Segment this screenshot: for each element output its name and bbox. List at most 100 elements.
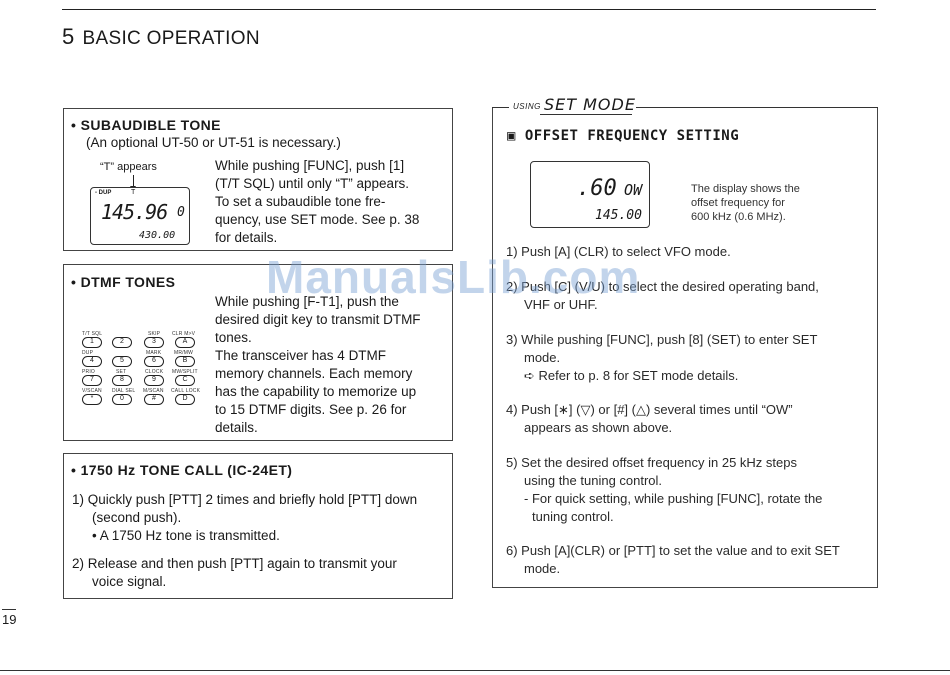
key-label: MARK (146, 350, 162, 356)
key-label: MR/MW (174, 350, 194, 356)
key-d: D (175, 394, 195, 405)
step-line: using the tuning control. (524, 473, 663, 488)
step-line: mode. (524, 350, 561, 365)
key-a: A (175, 337, 195, 348)
key-c: C (175, 375, 195, 386)
key-label: CALL LOCK (171, 388, 201, 394)
arrow-down-icon (133, 175, 134, 189)
subaudible-lcd-display: - DUP T 145.96 0 430.00 (90, 187, 190, 245)
set-step-6: 6) Push [A](CLR) or [PTT] to set the val… (506, 542, 866, 578)
offset-sub-frequency: 145.00 (595, 208, 642, 223)
key-label: PRIO (82, 369, 96, 375)
step-line: VHF or UHF. (524, 297, 598, 312)
step-line: appears as shown above. (524, 420, 673, 435)
key-6: 6 (144, 356, 164, 367)
key-7: 7 (82, 375, 102, 386)
key-label: DUP (82, 350, 94, 356)
key-3: 3 (144, 337, 164, 348)
subaudible-subtitle: (An optional UT-50 or UT-51 is necessary… (86, 135, 341, 150)
watermark: ManualsLib.com (266, 251, 641, 303)
note-line: The display shows the (691, 183, 800, 195)
body-line: desired digit key to transmit DTMF (215, 312, 421, 327)
key-9: 9 (144, 375, 164, 386)
body-line: for details. (215, 230, 278, 245)
key-1: 1 (82, 337, 102, 348)
offset-frequency-title: ▣ OFFSET FREQUENCY SETTING (507, 128, 740, 144)
step-line: 2) Push [C] (V/U) to select the desired … (506, 279, 819, 294)
key-0: 0 (112, 394, 132, 405)
tone-call-step-1: 1) Quickly push [PTT] 2 times and briefl… (72, 491, 447, 545)
tone-call-step-2: 2) Release and then push [PTT] again to … (72, 555, 447, 591)
body-line: tones. (215, 330, 252, 345)
offset-lcd-display: .60 OW 145.00 (530, 161, 650, 228)
tone-call-title: • 1750 Hz TONE CALL (IC-24ET) (71, 462, 293, 478)
dtmf-tones-box: • DTMF TONES T/T SQL SKIP CLR M>V 1 2 3 … (63, 264, 453, 441)
set-step-1: 1) Push [A] (CLR) to select VFO mode. (506, 243, 866, 261)
set-step-3: 3) While pushing [FUNC], push [8] (SET) … (506, 331, 866, 385)
step-line: ➪ Refer to p. 8 for SET mode details. (524, 368, 739, 383)
key-label: SET (116, 369, 127, 375)
offset-main-value: .60 (577, 176, 617, 201)
body-line: The transceiver has 4 DTMF (215, 348, 387, 363)
subaudible-body: While pushing [FUNC], push [1] (T/T SQL)… (215, 157, 440, 247)
key-5: 5 (112, 356, 132, 367)
body-line: To set a subaudible tone fre- (215, 194, 386, 209)
chapter-number: 5 (62, 24, 75, 49)
set-mode-title: SET MODE (544, 95, 636, 114)
key-label: DIAL SEL (112, 388, 136, 394)
dtmf-keypad: T/T SQL SKIP CLR M>V 1 2 3 A DUP MARK MR… (82, 331, 202, 415)
key-label: MW/SPLIT (172, 369, 198, 375)
step-line: 1) Push [A] (CLR) to select VFO mode. (506, 244, 731, 259)
step-line: 1) Quickly push [PTT] 2 times and briefl… (72, 492, 418, 507)
key-label: CLOCK (145, 369, 164, 375)
key-label: V/SCAN (82, 388, 102, 394)
channel-digit: 0 (177, 205, 185, 220)
body-line: details. (215, 420, 258, 435)
body-line: has the capability to memorize up (215, 384, 417, 399)
step-line: • A 1750 Hz tone is transmitted. (92, 528, 280, 543)
body-line: While pushing [F-T1], push the (215, 294, 399, 309)
body-line: to 15 DTMF digits. See p. 26 for (215, 402, 407, 417)
key-4: 4 (82, 356, 102, 367)
display-note: The display shows the offset frequency f… (691, 182, 800, 224)
key-label: CLR M>V (172, 331, 196, 337)
t-indicator: T (131, 189, 136, 196)
set-mode-underline (540, 114, 632, 115)
set-mode-header-line-left (492, 107, 509, 108)
key-label: SKIP (148, 331, 161, 337)
step-line: mode. (524, 561, 561, 576)
step-line: 5) Set the desired offset frequency in 2… (506, 455, 797, 470)
step-line: - For quick setting, while pushing [FUNC… (524, 491, 823, 506)
set-step-4: 4) Push [∗] (▽) or [#] (△) several times… (506, 401, 866, 437)
step-line: 4) Push [∗] (▽) or [#] (△) several times… (506, 402, 793, 417)
key-label: T/T SQL (82, 331, 103, 337)
page-number: 19 (2, 612, 17, 627)
body-line: quency, use SET mode. See p. 38 (215, 212, 420, 227)
step-line: 6) Push [A](CLR) or [PTT] to set the val… (506, 543, 840, 558)
step-line: voice signal. (92, 574, 167, 589)
key-star: * (82, 394, 102, 405)
step-line: (second push). (92, 510, 182, 525)
key-label: M/SCAN (143, 388, 164, 394)
top-rule (62, 9, 876, 10)
dup-indicator: - DUP (95, 190, 112, 196)
subaudible-title: • SUBAUDIBLE TONE (71, 117, 221, 133)
tone-call-box: • 1750 Hz TONE CALL (IC-24ET) 1) Quickly… (63, 453, 453, 599)
step-line: tuning control. (532, 509, 614, 524)
sub-frequency: 430.00 (139, 230, 176, 241)
step-line: 3) While pushing [FUNC], push [8] (SET) … (506, 332, 818, 347)
set-mode-panel: ▣ OFFSET FREQUENCY SETTING .60 OW 145.00… (492, 108, 878, 588)
set-step-2: 2) Push [C] (V/U) to select the desired … (506, 278, 866, 314)
page-number-rule (2, 609, 16, 610)
key-8: 8 (112, 375, 132, 386)
bottom-rule (0, 670, 950, 671)
using-label: USING (513, 102, 541, 111)
body-line: While pushing [FUNC], push [1] (215, 158, 405, 173)
step-line: 2) Release and then push [PTT] again to … (72, 556, 397, 571)
dtmf-title: • DTMF TONES (71, 274, 176, 290)
set-step-5: 5) Set the desired offset frequency in 2… (506, 454, 866, 526)
note-line: offset frequency for (691, 197, 785, 209)
key-2: 2 (112, 337, 132, 348)
body-line: (T/T SQL) until only “T” appears. (215, 176, 410, 191)
